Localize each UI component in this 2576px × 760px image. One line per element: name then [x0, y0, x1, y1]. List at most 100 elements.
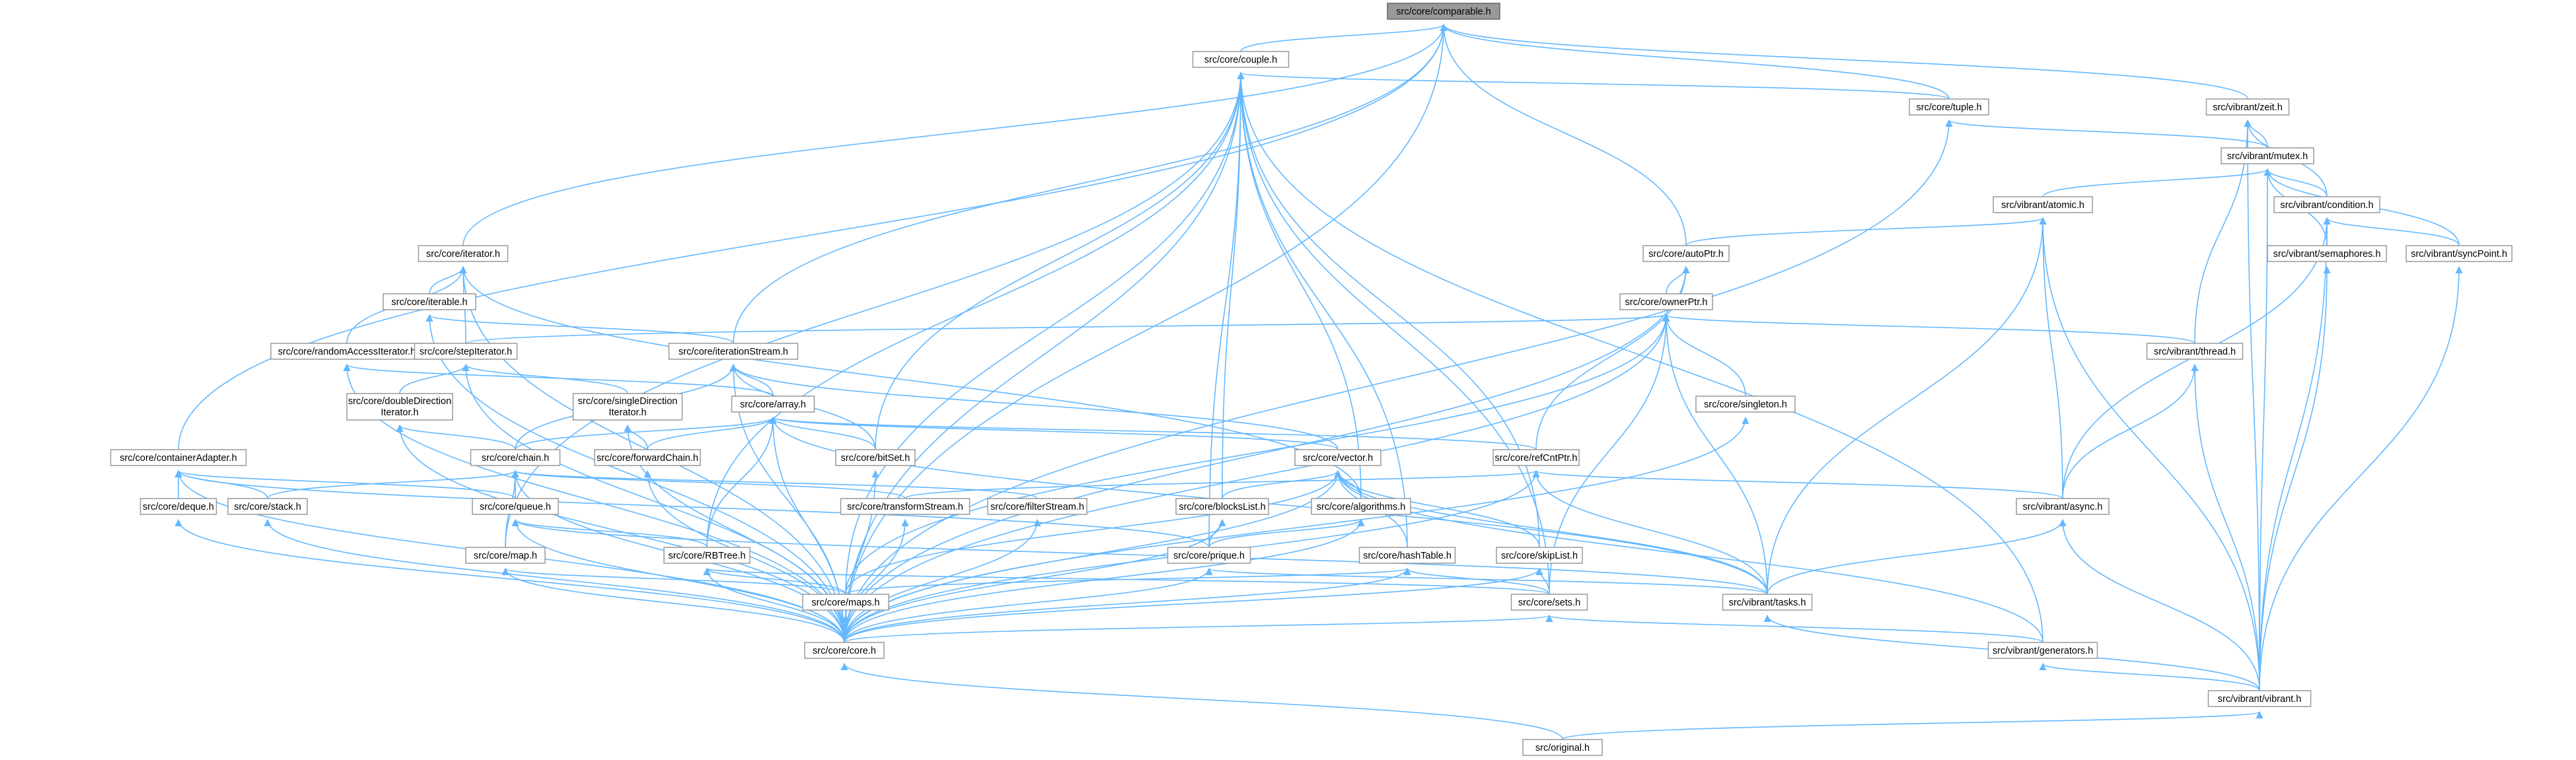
edge-ownerPtr-to-core	[844, 314, 1670, 643]
edge-syncPoint-to-vibrant	[2259, 265, 2463, 691]
node-ownerPtr[interactable]: src/core/ownerPtr.h	[1619, 293, 1713, 310]
node-singleton[interactable]: src/core/singleton.h	[1695, 396, 1796, 413]
edge-autoPtr-to-core	[844, 265, 1690, 643]
node-forwardChain[interactable]: src/core/forwardChain.h	[594, 449, 701, 466]
node-tasks[interactable]: src/vibrant/tasks.h	[1722, 594, 1813, 611]
node-label: src/core/core.h	[813, 646, 876, 656]
node-generators[interactable]: src/vibrant/generators.h	[1987, 642, 2098, 659]
edge-couple-to-RBTree	[706, 71, 1245, 548]
edge-containerAdapter-to-stack	[174, 469, 268, 499]
node-refCntPtr[interactable]: src/core/refCntPtr.h	[1492, 449, 1580, 466]
node-label: src/vibrant/thread.h	[2154, 347, 2236, 357]
edge-condition-to-vibrant	[2259, 217, 2331, 691]
node-box	[2406, 245, 2513, 262]
node-prique[interactable]: src/core/prique.h	[1167, 547, 1251, 564]
node-stack[interactable]: src/core/stack.h	[227, 498, 308, 515]
edge-ownerPtr-to-singleton	[1662, 314, 1746, 397]
node-box	[663, 547, 751, 564]
node-condition[interactable]: src/vibrant/condition.h	[2273, 196, 2380, 213]
edge-chain-to-transformStream	[511, 469, 906, 499]
node-label: src/core/array.h	[740, 399, 806, 410]
edge-couple-to-sets	[1237, 71, 1550, 595]
node-iterable[interactable]: src/core/iterable.h	[383, 293, 476, 310]
node-array[interactable]: src/core/array.h	[731, 396, 815, 413]
node-comparable[interactable]: src/core/comparable.h	[1387, 3, 1500, 20]
node-atomic[interactable]: src/vibrant/atomic.h	[1993, 196, 2093, 213]
node-queue[interactable]: src/core/queue.h	[472, 498, 559, 515]
node-hashTable[interactable]: src/core/hashTable.h	[1358, 547, 1456, 564]
edge-array-to-bitSet	[769, 416, 876, 450]
node-original[interactable]: src/original.h	[1522, 739, 1603, 756]
node-box	[472, 498, 559, 515]
node-core[interactable]: src/core/core.h	[804, 642, 885, 659]
node-blocksList[interactable]: src/core/blocksList.h	[1175, 498, 1269, 515]
edge-ownerPtr-to-maps	[845, 314, 1670, 595]
node-box	[470, 449, 561, 466]
node-thread[interactable]: src/vibrant/thread.h	[2146, 343, 2244, 360]
node-label: src/core/stack.h	[234, 502, 301, 512]
edge-sets-to-generators	[1545, 614, 2043, 643]
node-vector[interactable]: src/core/vector.h	[1294, 449, 1381, 466]
edge-ownerPtr-to-thread	[1662, 314, 2195, 344]
node-box	[227, 498, 308, 515]
node-mutex[interactable]: src/vibrant/mutex.h	[2221, 147, 2314, 164]
node-vibrant[interactable]: src/vibrant/vibrant.h	[2207, 690, 2312, 707]
node-label: src/vibrant/zeit.h	[2213, 102, 2283, 113]
node-box	[2273, 196, 2380, 213]
node-async[interactable]: src/vibrant/async.h	[2016, 498, 2110, 515]
node-box	[840, 498, 971, 515]
node-RBTree[interactable]: src/core/RBTree.h	[663, 547, 751, 564]
node-containerAdapter[interactable]: src/core/containerAdapter.h	[110, 449, 247, 466]
node-algorithms[interactable]: src/core/algorithms.h	[1311, 498, 1411, 515]
node-filterStream[interactable]: src/core/filterStream.h	[987, 498, 1087, 515]
edge-array-to-forwardChain	[647, 416, 777, 450]
edge-prique-to-tasks	[1205, 567, 1768, 595]
node-randomAccessIterator[interactable]: src/core/randomAccessIterator.h	[270, 343, 423, 360]
node-label: src/core/iterable.h	[391, 297, 467, 308]
edge-couple-to-tuple	[1237, 71, 1950, 100]
node-label: src/core/iterationStream.h	[679, 347, 788, 357]
edge-mutex-to-condition	[2263, 168, 2328, 197]
node-semaphores[interactable]: src/vibrant/semaphores.h	[2267, 245, 2387, 262]
node-label: src/vibrant/condition.h	[2280, 200, 2373, 211]
node-bitSet[interactable]: src/core/bitSet.h	[835, 449, 916, 466]
node-label: src/core/skipList.h	[1501, 551, 1578, 561]
edge-comparable-to-iterationStream	[733, 23, 1448, 344]
edge-couple-to-bitSet	[875, 71, 1245, 450]
node-transformStream[interactable]: src/core/transformStream.h	[840, 498, 971, 515]
node-label: src/core/vector.h	[1303, 453, 1373, 464]
edge-couple-to-maps	[845, 71, 1245, 595]
edge-tuple-to-core	[844, 119, 1953, 643]
node-box	[2267, 245, 2387, 262]
node-box	[346, 393, 453, 421]
node-stepIterator[interactable]: src/core/stepIterator.h	[414, 343, 518, 360]
edge-vector-to-skipList	[1334, 469, 1540, 548]
node-iterationStream[interactable]: src/core/iterationStream.h	[668, 343, 799, 360]
node-box	[1510, 594, 1588, 611]
node-couple[interactable]: src/core/couple.h	[1192, 51, 1290, 68]
node-label: src/core/sets.h	[1518, 598, 1580, 608]
node-label: src/vibrant/syncPoint.h	[2411, 249, 2507, 259]
node-syncPoint[interactable]: src/vibrant/syncPoint.h	[2406, 245, 2513, 262]
node-skipList[interactable]: src/core/skipList.h	[1496, 547, 1583, 564]
edge-iterable-to-core	[425, 314, 845, 643]
node-deque[interactable]: src/core/deque.h	[139, 498, 217, 515]
edge-autoPtr-to-ownerPtr	[1666, 265, 1690, 294]
node-autoPtr[interactable]: src/core/autoPtr.h	[1642, 245, 1730, 262]
edge-refCntPtr-to-transformStream	[904, 469, 1540, 499]
node-label: src/vibrant/vibrant.h	[2218, 694, 2302, 705]
node-zeit[interactable]: src/vibrant/zeit.h	[2205, 98, 2290, 116]
node-sets[interactable]: src/core/sets.h	[1510, 594, 1588, 611]
node-label: Iterator.h	[381, 407, 418, 418]
node-map[interactable]: src/core/map.h	[465, 547, 546, 564]
node-box	[1387, 3, 1500, 20]
node-chain[interactable]: src/core/chain.h	[470, 449, 561, 466]
edge-comparable-to-couple	[1240, 23, 1448, 52]
edge-iterator-to-iterable	[429, 265, 467, 294]
node-iterator[interactable]: src/core/iterator.h	[418, 245, 509, 262]
node-tuple[interactable]: src/core/tuple.h	[1909, 98, 1989, 116]
node-label: src/core/hashTable.h	[1363, 551, 1452, 561]
node-maps[interactable]: src/core/maps.h	[802, 594, 889, 611]
